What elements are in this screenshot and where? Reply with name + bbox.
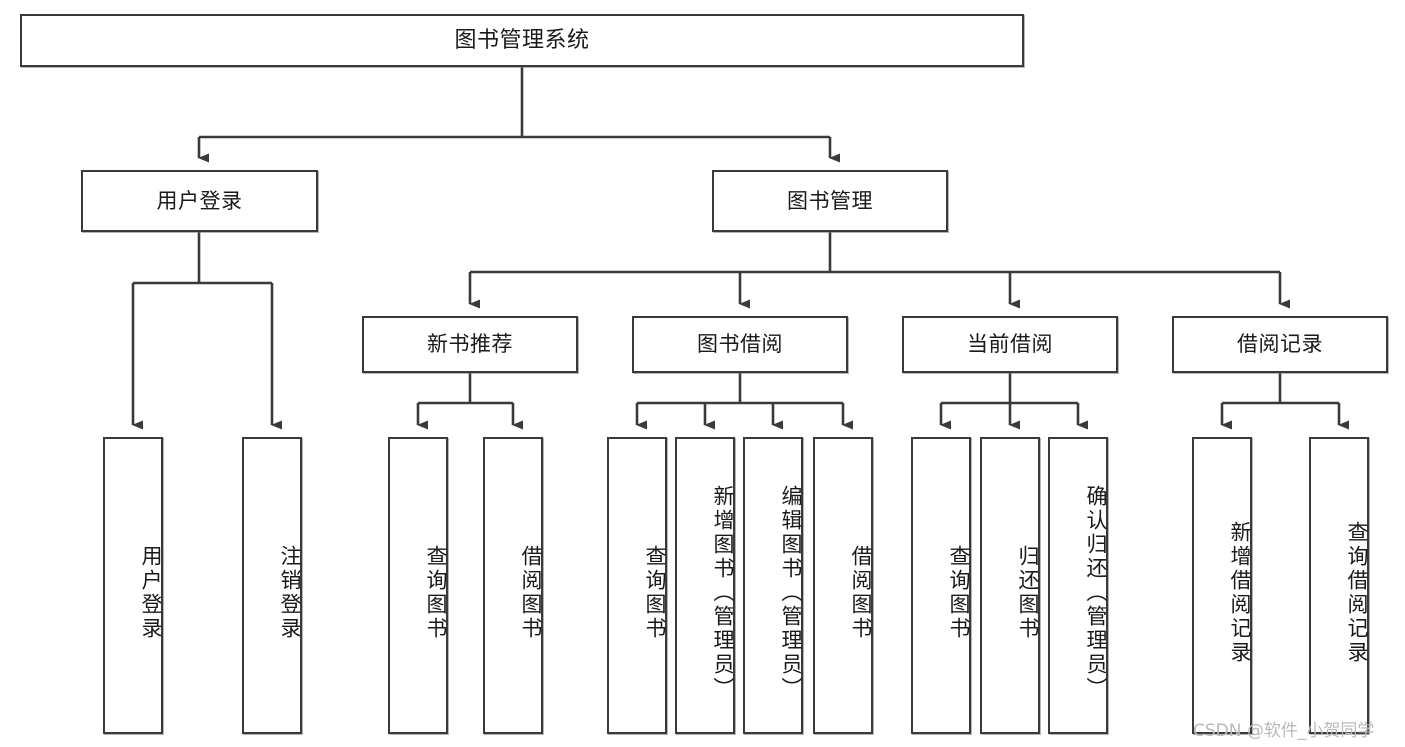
node-leaf-add-book-label: 新增图书（管理员） <box>711 484 735 701</box>
node-leaf-borrow-book-1-label: 借阅图书 <box>519 544 543 641</box>
node-new-book-recommend[interactable]: 新书推荐 <box>362 316 578 373</box>
node-leaf-user-logout[interactable]: 注销登录 <box>242 437 302 734</box>
node-leaf-query-book-1[interactable]: 查询图书 <box>388 437 448 734</box>
node-leaf-edit-book-label: 编辑图书（管理员） <box>779 484 803 701</box>
node-leaf-query-book-2[interactable]: 查询图书 <box>607 437 667 734</box>
node-leaf-add-book[interactable]: 新增图书（管理员） <box>675 437 735 734</box>
node-leaf-add-record[interactable]: 新增借阅记录 <box>1192 437 1252 734</box>
node-leaf-add-record-label: 新增借阅记录 <box>1228 520 1252 665</box>
node-leaf-edit-book[interactable]: 编辑图书（管理员） <box>743 437 803 734</box>
node-leaf-user-logout-label: 注销登录 <box>278 544 302 641</box>
node-leaf-borrow-book-2-label: 借阅图书 <box>849 544 873 641</box>
node-leaf-return-book[interactable]: 归还图书 <box>980 437 1040 734</box>
node-leaf-query-book-3-label: 查询图书 <box>947 544 971 641</box>
node-leaf-user-login[interactable]: 用户登录 <box>103 437 163 734</box>
node-leaf-confirm-return-label: 确认归还（管理员） <box>1084 484 1108 701</box>
node-borrow-record-label: 借阅记录 <box>1237 332 1323 357</box>
node-leaf-confirm-return[interactable]: 确认归还（管理员） <box>1048 437 1108 734</box>
node-current-borrow[interactable]: 当前借阅 <box>902 316 1118 373</box>
node-book-borrow[interactable]: 图书借阅 <box>632 316 848 373</box>
node-leaf-query-book-3[interactable]: 查询图书 <box>911 437 971 734</box>
node-leaf-query-book-2-label: 查询图书 <box>643 544 667 641</box>
node-leaf-borrow-book-2[interactable]: 借阅图书 <box>813 437 873 734</box>
node-leaf-return-book-label: 归还图书 <box>1016 544 1040 641</box>
node-leaf-borrow-book-1[interactable]: 借阅图书 <box>483 437 543 734</box>
csdn-watermark: CSDN @软件_小贺同学 <box>1193 721 1375 741</box>
node-root[interactable]: 图书管理系统 <box>20 14 1024 67</box>
node-book-manage[interactable]: 图书管理 <box>712 170 948 232</box>
node-leaf-user-login-label: 用户登录 <box>139 544 163 641</box>
node-user-login[interactable]: 用户登录 <box>81 170 318 232</box>
node-leaf-query-book-1-label: 查询图书 <box>424 544 448 641</box>
node-new-book-recommend-label: 新书推荐 <box>427 332 513 357</box>
node-user-login-label: 用户登录 <box>156 188 243 213</box>
node-root-label: 图书管理系统 <box>454 27 590 53</box>
node-borrow-record[interactable]: 借阅记录 <box>1172 316 1388 373</box>
node-book-borrow-label: 图书借阅 <box>697 332 783 357</box>
node-leaf-query-record[interactable]: 查询借阅记录 <box>1309 437 1369 734</box>
node-book-manage-label: 图书管理 <box>787 188 873 213</box>
node-current-borrow-label: 当前借阅 <box>967 332 1053 357</box>
node-leaf-query-record-label: 查询借阅记录 <box>1345 520 1369 665</box>
